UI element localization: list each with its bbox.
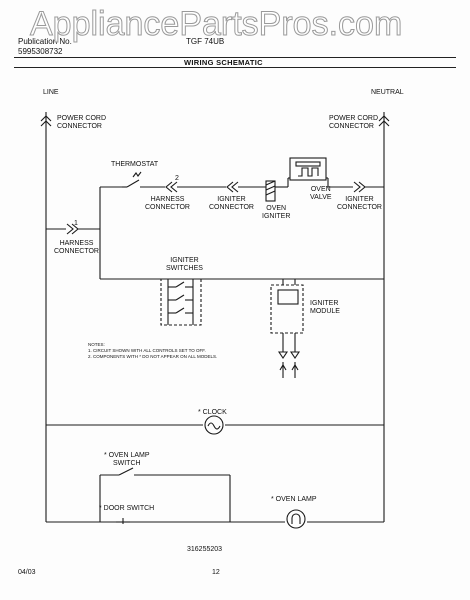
publication-label: Publication No.	[18, 37, 72, 46]
igniter-switches-label: IGNITER SWITCHES	[166, 257, 203, 272]
neutral-label: NEUTRAL	[371, 89, 404, 96]
clock-motor-icon	[204, 415, 224, 435]
watermark-logo: AppliancePartsPros.com	[29, 5, 403, 44]
note-item: 2. COMPONENTS WITH * DO NOT APPEAR ON AL…	[88, 354, 218, 359]
module-output-icon	[277, 351, 289, 359]
notes-block: NOTES: 1. CIRCUIT SHOWN WITH ALL CONTROL…	[88, 342, 217, 360]
oven-valve-label: OVEN VALVE	[310, 186, 332, 201]
door-switch-label: * DOOR SWITCH	[99, 505, 155, 512]
power-cord-connector-left-label: POWER CORD CONNECTOR	[57, 115, 106, 130]
page-title: WIRING SCHEMATIC	[184, 58, 263, 67]
header-rule-top	[14, 57, 456, 58]
wire-2-label: 2	[175, 175, 179, 182]
clock-label: * CLOCK	[198, 409, 227, 416]
oven-lamp-icon	[286, 509, 306, 529]
publication-number: 5995308732	[18, 47, 63, 56]
oven-igniter-label: OVEN IGNITER	[262, 205, 291, 220]
harness-connector-left-icon	[66, 223, 74, 235]
schematic-part-number: 316255203	[187, 546, 223, 553]
power-cord-connector-right-icon	[378, 115, 390, 122]
header-rule-bottom	[14, 67, 456, 68]
igniter-connector-left-icon	[226, 181, 234, 193]
thermostat-label: THERMOSTAT	[111, 161, 159, 168]
harness-connector-top-icon	[165, 181, 173, 193]
thermostat-switch-icon	[126, 179, 140, 188]
harness-connector-top-label: HARNESS CONNECTOR	[145, 196, 190, 211]
igniter-connector-right-icon	[353, 181, 361, 193]
footer-date: 04/03	[18, 569, 36, 576]
igniter-switch-icon	[168, 281, 193, 314]
igniter-module-label: IGNITER MODULE	[310, 300, 340, 315]
page-number: 12	[212, 569, 220, 576]
harness-connector-left-label: HARNESS CONNECTOR	[54, 240, 99, 255]
notes-heading: NOTES:	[88, 342, 105, 347]
line-label: LINE	[43, 89, 59, 96]
note-item: 1. CIRCUIT SHOWN WITH ALL CONTROLS SET T…	[88, 348, 206, 353]
wire-1-label: 1	[74, 220, 78, 227]
power-cord-connector-left-icon	[40, 115, 52, 122]
igniter-connector-left-label: IGNITER CONNECTOR	[209, 196, 254, 211]
igniter-module-box	[270, 284, 304, 334]
igniter-switches-box	[160, 278, 202, 326]
oven-lamp-label: * OVEN LAMP	[271, 496, 317, 503]
oven-lamp-switch-icon	[118, 467, 134, 476]
power-cord-connector-right-label: POWER CORD CONNECTOR	[329, 115, 378, 130]
oven-lamp-switch-label: * OVEN LAMP SWITCH	[104, 452, 150, 467]
model-number: TGF 74UB	[186, 37, 225, 46]
oven-valve-icon	[289, 157, 327, 181]
igniter-connector-right-label: IGNITER CONNECTOR	[337, 196, 382, 211]
